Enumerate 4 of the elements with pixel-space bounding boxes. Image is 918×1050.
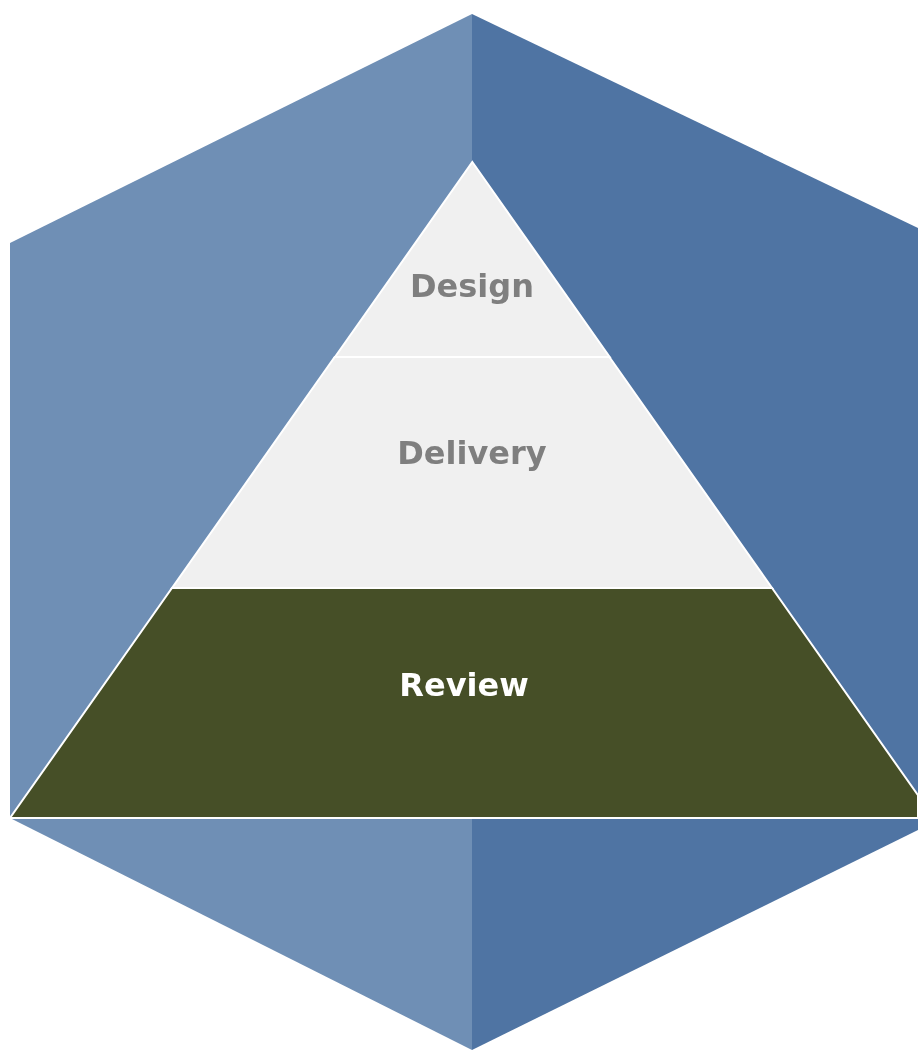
tier-label: Design bbox=[410, 267, 534, 305]
pyramid-tier bbox=[10, 588, 918, 818]
tier-label: Review bbox=[399, 666, 529, 704]
tier-label: Delivery bbox=[397, 434, 547, 472]
